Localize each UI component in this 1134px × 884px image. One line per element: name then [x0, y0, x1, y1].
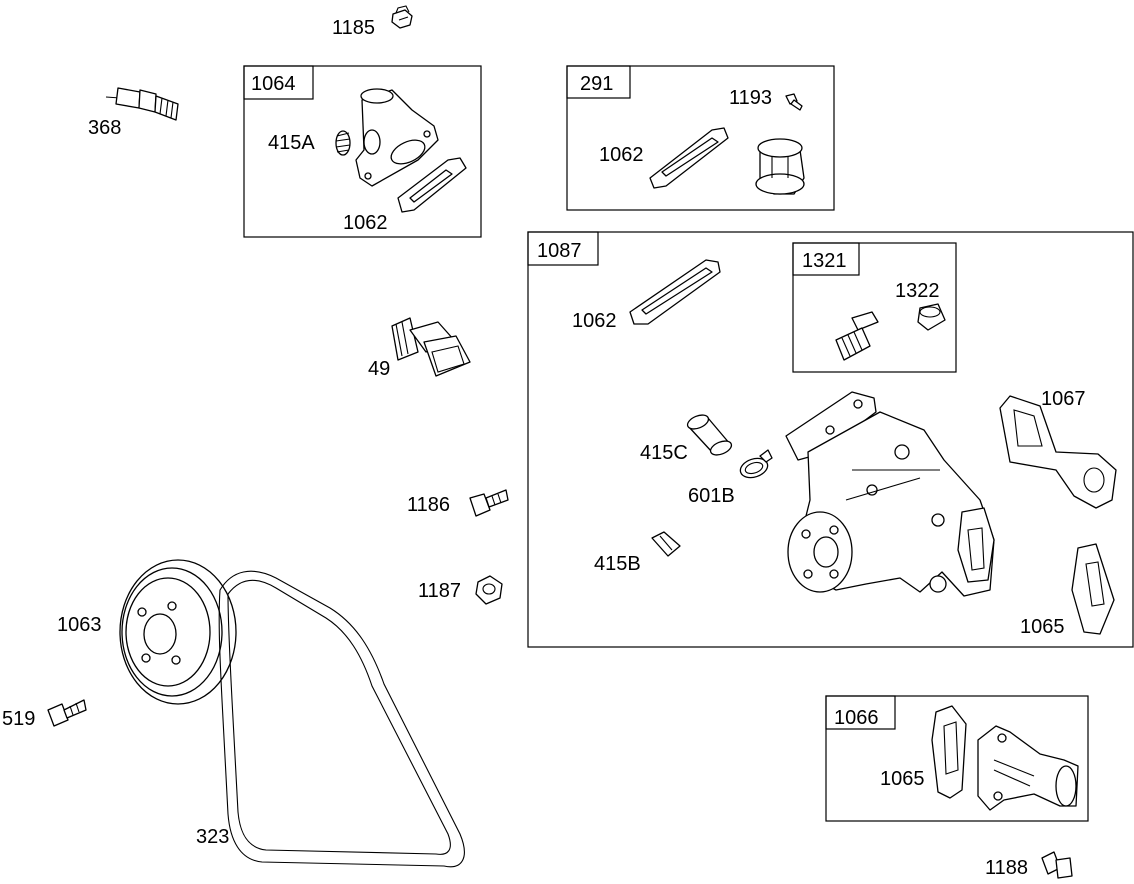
callout-1062-c: 1062: [572, 310, 617, 332]
callout-1187: 1187: [418, 580, 461, 602]
callout-1062-b: 1062: [599, 144, 644, 166]
callout-415b: 415B: [594, 553, 641, 575]
water-outlet-1066-drawing: [977, 725, 1079, 811]
bolt-1188-drawing: [1041, 851, 1073, 879]
callout-415a: 415A: [268, 132, 315, 154]
callout-368: 368: [88, 117, 121, 139]
kit-label-1321: 1321: [802, 250, 847, 272]
callout-1065-a: 1065: [1020, 616, 1065, 638]
sensor-49-drawing: [391, 317, 471, 377]
bolt-1193-drawing: [785, 93, 803, 111]
callout-1193: 1193: [729, 87, 772, 109]
sensor-368-drawing: [105, 87, 179, 121]
kit-label-291: 291: [580, 73, 613, 95]
clamp-601b-drawing: [739, 449, 773, 479]
gasket-1062-a-drawing: [397, 157, 467, 213]
callout-1065-b: 1065: [880, 768, 925, 790]
fitting-415a-drawing: [335, 130, 351, 156]
thermostat-291-drawing: [755, 138, 805, 195]
gasket-1065-b-drawing: [931, 705, 967, 799]
bolt-519-drawing: [47, 699, 87, 727]
stud-1321-drawing: [835, 311, 879, 361]
kit-label-1066: 1066: [834, 707, 879, 729]
kit-label-1064: 1064: [251, 73, 296, 95]
callout-415c: 415C: [640, 442, 688, 464]
kit-box-291: 291: [566, 65, 835, 211]
kit-box-1087: 1087: [527, 231, 1134, 648]
callout-519: 519: [2, 708, 35, 730]
thermostat-housing-1064-drawing: [355, 88, 439, 187]
kit-label-1087: 1087: [537, 240, 582, 262]
pulley-1063-drawing: [119, 559, 237, 705]
callout-1185: 1185: [332, 17, 375, 39]
nut-1322-drawing: [917, 303, 946, 331]
gasket-1062-c-drawing: [629, 259, 721, 325]
callout-1062-a: 1062: [343, 212, 388, 234]
water-pump-drawing: [785, 391, 995, 597]
kit-box-1064: 1064: [243, 65, 482, 238]
gasket-1067-drawing: [999, 395, 1117, 509]
gasket-1065-a-drawing: [1071, 543, 1115, 635]
callout-323: 323: [196, 826, 229, 848]
callout-1188: 1188: [985, 857, 1028, 879]
plug-1185-drawing: [391, 5, 413, 29]
callout-49: 49: [368, 358, 390, 380]
nut-1187-drawing: [475, 575, 503, 605]
callout-1186: 1186: [407, 494, 450, 516]
hose-415c-drawing: [686, 414, 733, 456]
kit-box-1066: 1066: [825, 695, 1089, 822]
callout-1067: 1067: [1041, 388, 1086, 410]
bolt-1186-drawing: [469, 489, 509, 517]
callout-1322: 1322: [895, 280, 940, 302]
gasket-1062-b-drawing: [649, 127, 729, 189]
callout-601b: 601B: [688, 485, 735, 507]
belt-323-drawing: [218, 570, 465, 868]
plug-415b-drawing: [651, 531, 681, 557]
kit-box-1321: 1321: [792, 242, 957, 373]
callout-1063: 1063: [57, 614, 102, 636]
